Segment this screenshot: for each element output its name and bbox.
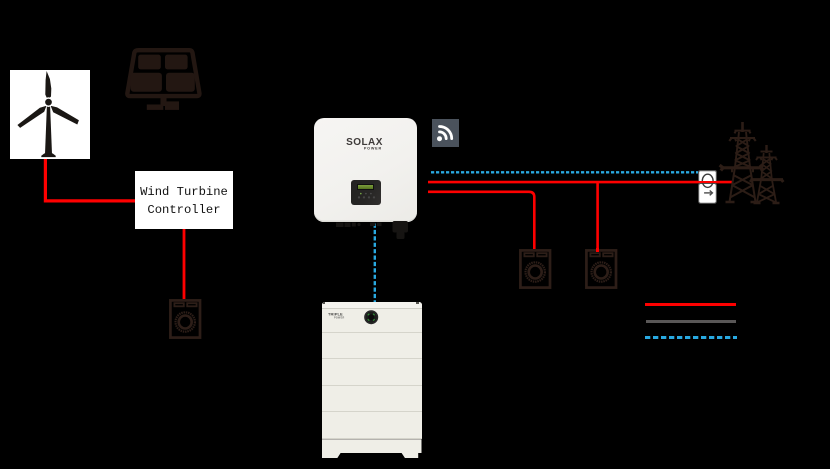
svg-text:POWER: POWER: [364, 146, 382, 150]
svg-text:POWER: POWER: [334, 317, 345, 320]
svg-text:TRIPLE: TRIPLE: [328, 312, 343, 317]
